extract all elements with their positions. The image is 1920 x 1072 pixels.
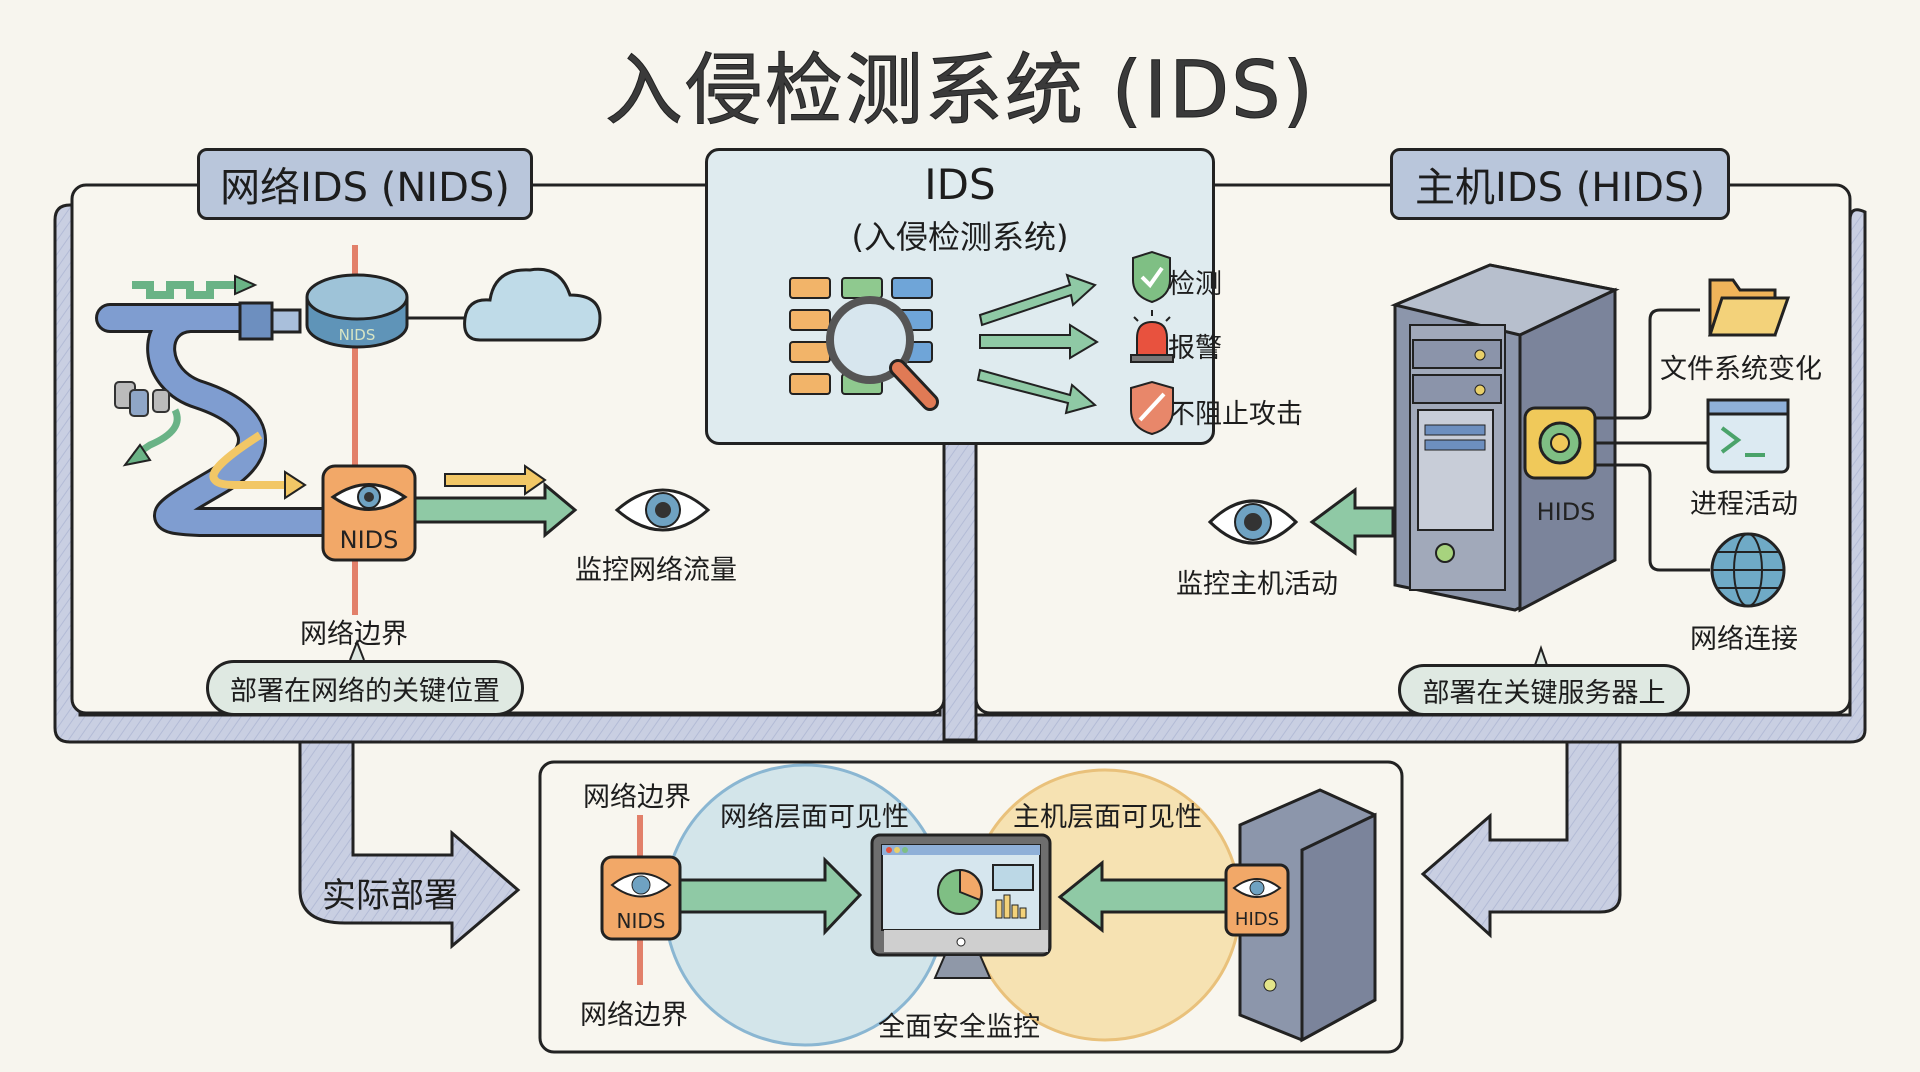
deploy-arrow-right: [1420, 740, 1622, 939]
hids-agent-label: HIDS: [1537, 498, 1596, 526]
feature-detect: 检测: [1168, 269, 1222, 300]
deploy-boundary-top-label: 网络边界: [583, 782, 691, 813]
network-visibility-label: 网络层面可见性: [720, 802, 909, 833]
ids-title: IDS: [924, 160, 996, 209]
feature-arrow-3: [976, 368, 1098, 415]
host-monitor-arrow: [1309, 487, 1395, 556]
deploy-boundary-bottom-label: 网络边界: [580, 1000, 688, 1031]
server-tower-icon: [1390, 263, 1620, 613]
deploy-server-icon: [1238, 788, 1377, 1043]
hids-agent: HIDS: [1523, 406, 1597, 526]
deploy-hids-agent: HIDS: [1224, 863, 1290, 937]
host-visibility-label: 主机层面可见性: [1013, 802, 1202, 833]
globe-icon: [1710, 532, 1786, 608]
shield-check-icon: [1132, 250, 1171, 304]
nids-to-console-arrow: [678, 856, 863, 936]
terminal-icon: [1706, 398, 1790, 474]
traffic-arrow-yellow: [444, 464, 547, 496]
alarm-siren-icon: [1130, 310, 1174, 363]
diagram-title: 入侵检测系统 (IDS): [604, 46, 1316, 137]
magnifier-icon: [826, 296, 939, 411]
outbound-arrow: [133, 408, 181, 458]
router-icon: NIDS: [305, 273, 409, 349]
router-label: NIDS: [339, 326, 376, 344]
deployment-arrow-label: 实际部署: [322, 876, 458, 916]
deploy-arrow-left: [298, 740, 521, 950]
monitor-network-traffic-label: 监控网络流量: [575, 555, 737, 586]
nids-header: 网络IDS (NIDS): [197, 148, 533, 220]
network-boundary-label: 网络边界: [300, 619, 408, 650]
inbound-arrow: [209, 431, 290, 489]
cloud-icon: [463, 267, 602, 342]
monitor-host-activity-label: 监控主机活动: [1176, 569, 1338, 600]
feature-no-block: 不阻止攻击: [1168, 399, 1303, 430]
host-eye-icon: [1207, 499, 1299, 545]
nids-sensor-label: NIDS: [340, 526, 399, 554]
source-process-label: 进程活动: [1690, 489, 1798, 520]
deploy-nids-sensor: NIDS: [600, 855, 682, 941]
source-filesystem-label: 文件系统变化: [1660, 354, 1822, 385]
feature-arrow-1: [978, 273, 1097, 327]
shield-prohibited-icon: [1130, 380, 1174, 436]
feature-arrow-2: [979, 323, 1099, 360]
source-network-label: 网络连接: [1690, 624, 1798, 655]
feature-alert: 报警: [1168, 333, 1222, 364]
full-monitoring-label: 全面安全监控: [878, 1012, 1040, 1043]
data-packets-icon: [132, 281, 240, 299]
monitor-eye-icon: [614, 488, 711, 532]
ids-subtitle: (入侵检测系统): [851, 218, 1069, 256]
deploy-nids-label: NIDS: [617, 909, 666, 933]
traffic-arrow-green: [413, 481, 578, 539]
hids-to-console-arrow: [1057, 859, 1232, 934]
security-console-icon: [870, 833, 1052, 979]
hids-header: 主机IDS (HIDS): [1390, 148, 1730, 220]
hids-deploy-note: 部署在关键服务器上: [1398, 664, 1690, 716]
folder-icon: [1707, 278, 1791, 337]
deploy-hids-label: HIDS: [1235, 909, 1279, 930]
nids-deploy-note: 部署在网络的关键位置: [206, 660, 524, 716]
database-icon: [114, 381, 170, 417]
